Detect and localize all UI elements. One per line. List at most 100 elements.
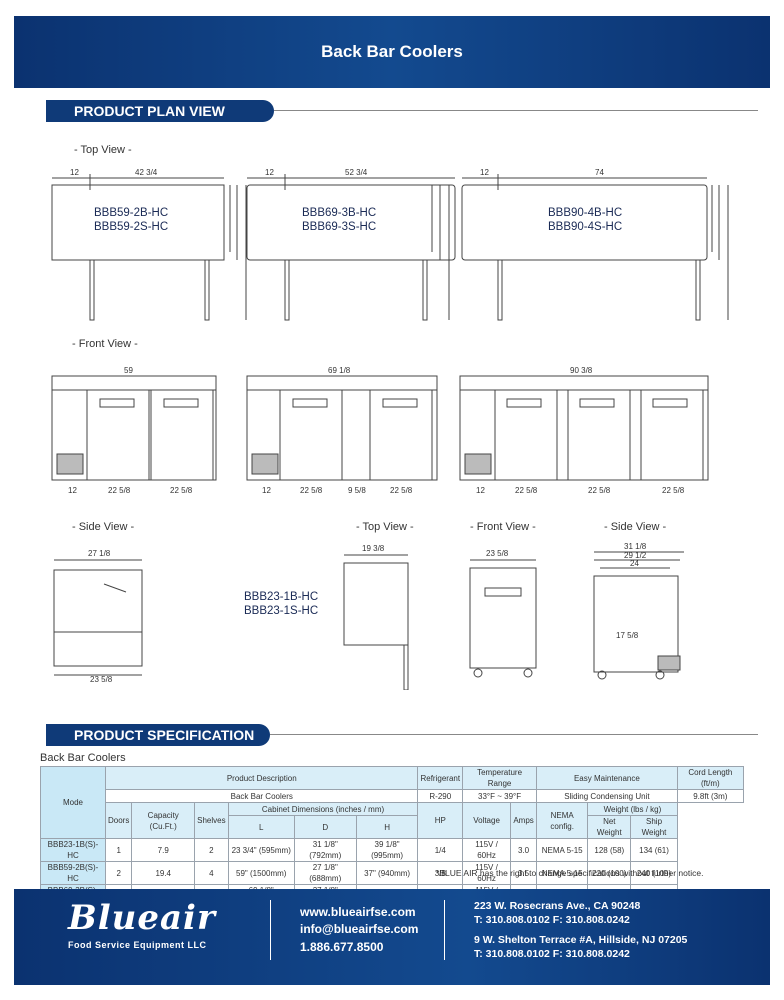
table-cell: 2 — [104, 861, 133, 885]
brand-logo: Blueair — [68, 898, 216, 938]
footer-divider — [270, 900, 271, 960]
table-header: Shelves — [194, 802, 229, 839]
table-header: Doors — [104, 802, 133, 839]
table-cell: 7.9 — [131, 838, 196, 862]
dim-label: 23 5/8 — [486, 549, 509, 558]
spec-note: *BLUE AIR has the right to change specif… — [436, 868, 704, 878]
table-cell: 9.8ft (3m) — [676, 789, 745, 803]
table-cell: NEMA 5-15 — [536, 838, 589, 862]
table-cell: 37" (940mm) — [355, 861, 419, 885]
address-1: 223 W. Rosecrans Ave., CA 90248 — [474, 900, 641, 912]
footer-divider — [444, 900, 445, 960]
table-cell: 31 1/8" (792mm) — [293, 838, 357, 862]
table-header: Temperature Range — [462, 766, 538, 790]
dim-label: 69 1/8 — [328, 366, 351, 375]
section-header-spec: PRODUCT SPECIFICATION — [46, 724, 270, 746]
phone-fax-2: T: 310.808.0102 F: 310.808.0242 — [474, 948, 630, 960]
address-2: 9 W. Shelton Terrace #A, Hillside, NJ 07… — [474, 934, 688, 946]
front-view-label-2: - Front View - — [470, 521, 536, 533]
side-view-label-2: - Side View - — [604, 521, 667, 533]
table-cell: 27 1/8" (688mm) — [293, 861, 357, 885]
table-header: H — [355, 815, 419, 839]
dim-label: 12 — [265, 168, 274, 177]
website-link[interactable]: www.blueairfse.com — [300, 905, 416, 919]
email-link[interactable]: info@blueairfse.com — [300, 922, 419, 936]
dim-label: 12 — [70, 168, 79, 177]
table-cell: 39 1/8" (995mm) — [355, 838, 419, 862]
table-header: Amps — [510, 802, 538, 839]
table-header: Voltage — [462, 802, 512, 839]
table-cell: 23 3/4" (595mm) — [227, 838, 295, 862]
table-header: Capacity (Cu.Ft.) — [131, 802, 196, 839]
table-cell: Back Bar Coolers — [104, 789, 419, 803]
dim-label: 29 1/2 — [624, 551, 647, 560]
table-cell: 59" (1500mm) — [227, 861, 295, 885]
section-divider — [270, 734, 758, 735]
dim-label: 59 — [124, 366, 133, 375]
table-cell: 128 (58) — [587, 838, 632, 862]
table-header: Mode — [40, 766, 106, 839]
dim-label: 22 5/8 — [300, 486, 323, 495]
table-header: Cabinet Dimensions (inches / mm) — [227, 802, 419, 816]
table-cell: 4 — [194, 861, 229, 885]
dim-label: 22 5/8 — [108, 486, 131, 495]
dim-label: 90 3/8 — [570, 366, 593, 375]
dim-label: 42 3/4 — [135, 168, 158, 177]
front-view-drawings: 59 12 22 5/8 22 5/8 69 1/8 12 22 5/8 9 5… — [51, 366, 709, 495]
table-header: Refrigerant — [417, 766, 464, 790]
dim-label: 31 1/8 — [624, 542, 647, 551]
dim-label: 52 3/4 — [345, 168, 368, 177]
front-view-label: - Front View - — [72, 338, 138, 350]
table-header: Net Weight — [587, 815, 632, 839]
dim-label: 12 — [480, 168, 489, 177]
section-divider — [274, 110, 758, 111]
table-header: Weight (lbs / kg) — [587, 802, 678, 816]
footer-banner — [14, 889, 770, 985]
table-cell: 33°F ~ 39°F — [462, 789, 538, 803]
model-cell: BBB59-2B(S)-HC — [40, 861, 106, 885]
table-cell: 134 (61) — [630, 838, 678, 862]
table-cell: 1 — [104, 838, 133, 862]
table-cell: NEMA 5-15 — [536, 861, 589, 885]
table-cell: R-290 — [417, 789, 464, 803]
dim-label: 19 3/8 — [362, 544, 385, 553]
table-cell: 3.0 — [510, 838, 538, 862]
dim-label: 22 5/8 — [515, 486, 538, 495]
page-title: Back Bar Coolers — [321, 42, 463, 61]
dim-label: 74 — [595, 168, 604, 177]
table-cell: Sliding Condensing Unit — [536, 789, 678, 803]
table-header: HP — [417, 802, 464, 839]
phone-number: 1.886.677.8500 — [300, 940, 384, 954]
dim-label: 27 1/8 — [88, 549, 111, 558]
table-caption: Back Bar Coolers — [40, 752, 126, 764]
table-header: Product Description — [104, 766, 419, 790]
bbb23-drawings: 27 1/8 23 5/8 19 3/8 23 5/8 31 1/8 29 1/… — [53, 542, 684, 690]
table-cell: 2 — [194, 838, 229, 862]
dim-label: 22 5/8 — [662, 486, 685, 495]
dim-label: 22 5/8 — [390, 486, 413, 495]
top-view-label: - Top View - — [74, 144, 132, 156]
table-header: L — [227, 815, 295, 839]
model-cell: BBB23-1B(S)-HC — [40, 838, 106, 862]
table-header: Easy Maintenance — [536, 766, 678, 790]
dim-label: 9 5/8 — [348, 486, 366, 495]
table-header: Cord Length (ft/m) — [676, 766, 745, 790]
table-header: NEMA config. — [536, 802, 589, 839]
dim-label: 24 — [630, 559, 639, 568]
header-banner — [14, 16, 770, 88]
table-cell: 220 (100) — [587, 861, 632, 885]
brand-subtitle: Food Service Equipment LLC — [68, 940, 207, 950]
dim-label: 12 — [476, 486, 485, 495]
dim-label: 17 5/8 — [616, 631, 639, 640]
dim-label: 12 — [262, 486, 271, 495]
dim-label: 23 5/8 — [90, 675, 113, 684]
side-view-label: - Side View - — [72, 521, 135, 533]
dim-label: 22 5/8 — [588, 486, 611, 495]
top-view-drawings: 12 42 3/4 12 52 3/4 12 74 — [51, 168, 729, 321]
